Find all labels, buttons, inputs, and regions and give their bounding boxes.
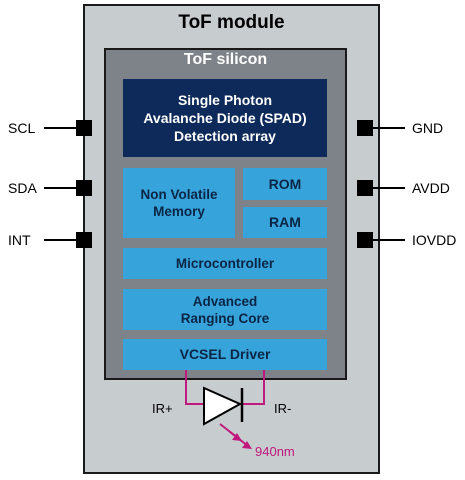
pin-pad-scl <box>76 120 92 136</box>
emission-arrowhead-2 <box>242 441 252 449</box>
pin-pad-iovdd <box>357 232 373 248</box>
wavelength-label: 940nm <box>255 444 295 459</box>
pin-pad-sda <box>76 180 92 196</box>
emission-arrow-2 <box>229 431 249 447</box>
vcsel-driver-block: VCSEL Driver <box>123 339 327 370</box>
pin-label-iovdd: IOVDD <box>412 232 457 248</box>
pin-pad-int <box>76 232 92 248</box>
vcsel-diode-icon <box>203 386 243 426</box>
spad-line-2: Avalanche Diode (SPAD) <box>143 110 307 126</box>
pin-label-avdd: AVDD <box>412 180 450 196</box>
tof-silicon-title: ToF silicon <box>183 51 268 68</box>
cathode-wire <box>242 370 265 405</box>
pin-lead-iovdd <box>371 239 405 241</box>
spad-line-3: Detection array <box>174 128 276 144</box>
pin-pad-gnd <box>357 120 373 136</box>
nvm-line-2: Memory <box>153 204 205 219</box>
microcontroller-block: Microcontroller <box>123 248 327 279</box>
ir-minus-label: IR- <box>274 401 292 416</box>
anode-wire <box>185 370 204 405</box>
ir-plus-label: IR+ <box>152 401 173 416</box>
nvm-line-1: Non Volatile <box>140 187 218 202</box>
pin-pad-avdd <box>357 180 373 196</box>
arc-line-1: Advanced <box>192 293 258 309</box>
rom-block: ROM <box>243 168 327 200</box>
pin-lead-scl <box>44 127 78 129</box>
spad-array-block: Single Photon Avalanche Diode (SPAD) Det… <box>123 79 327 157</box>
ranging-core-block: Advanced Ranging Core <box>123 289 327 330</box>
pin-label-int: INT <box>8 232 31 248</box>
pin-lead-gnd <box>371 127 405 129</box>
nvm-block: Non Volatile Memory <box>123 168 235 238</box>
pin-lead-sda <box>44 187 78 189</box>
arc-line-2: Ranging Core <box>180 310 270 326</box>
spad-line-1: Single Photon <box>177 92 273 108</box>
pin-lead-int <box>44 239 78 241</box>
pin-label-sda: SDA <box>8 180 37 196</box>
pin-lead-avdd <box>371 187 405 189</box>
tof-module-title: ToF module <box>178 12 285 33</box>
pin-label-gnd: GND <box>412 120 444 136</box>
ram-block: RAM <box>243 207 327 238</box>
pin-label-scl: SCL <box>8 120 36 136</box>
